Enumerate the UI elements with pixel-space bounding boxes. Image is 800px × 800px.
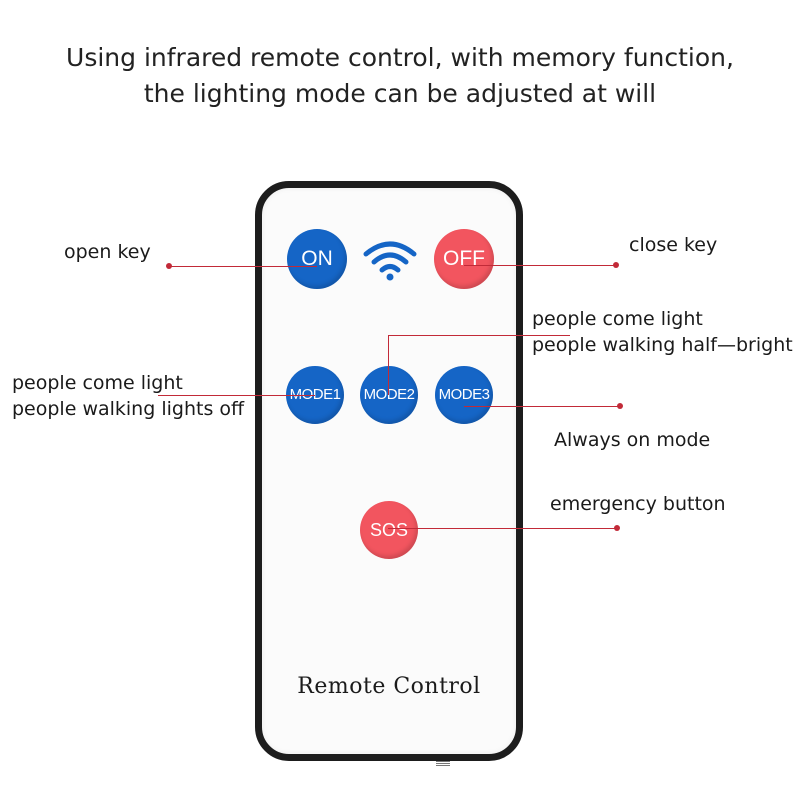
close-key-line <box>464 265 616 266</box>
headline-line-1: Using infrared remote control, with memo… <box>66 43 734 72</box>
mode2-desc-line-2: people walking half—bright <box>532 334 793 356</box>
remote-model-label: Remote Control <box>297 674 481 699</box>
open-key-line <box>169 266 317 267</box>
mode2-desc-line-1: people come light <box>532 308 703 330</box>
sos-button[interactable]: SOS <box>360 501 418 559</box>
mode3-line <box>464 406 620 407</box>
mode1-line <box>158 395 315 396</box>
mode2-line-horizontal <box>388 335 570 336</box>
headline-line-2: the lighting mode can be adjusted at wil… <box>143 79 657 108</box>
wifi-signal-icon <box>363 241 417 281</box>
open-key-label: open key <box>64 241 151 263</box>
sos-dot <box>614 525 620 531</box>
sos-desc: emergency button <box>550 493 726 515</box>
remote-vent <box>436 760 450 766</box>
mode2-line-vertical <box>388 335 389 395</box>
on-button[interactable]: ON <box>287 229 347 289</box>
mode3-dot <box>617 403 623 409</box>
mode3-desc: Always on mode <box>554 429 711 451</box>
close-key-dot <box>613 262 619 268</box>
mode3-button[interactable]: MODE3 <box>435 366 493 424</box>
headline: Using infrared remote control, with memo… <box>0 40 800 112</box>
off-button[interactable]: OFF <box>434 229 494 289</box>
close-key-label: close key <box>629 234 718 256</box>
mode2-button[interactable]: MODE2 <box>360 366 418 424</box>
mode1-desc-line-1: people come light <box>12 372 183 394</box>
mode1-desc-line-2: people walking lights off <box>12 398 245 420</box>
sos-line <box>388 528 617 529</box>
